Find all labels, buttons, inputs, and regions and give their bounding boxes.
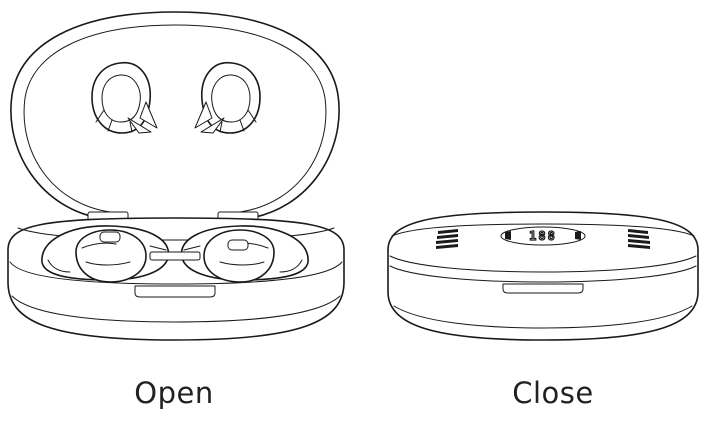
earbud-left — [41, 225, 170, 283]
open-label: Open — [134, 376, 214, 410]
closed-case-led-display: 188 — [500, 226, 586, 246]
close-label: Close — [512, 376, 594, 410]
closed-case-indicator-left — [436, 229, 458, 249]
closed-case-indicator-right — [628, 229, 650, 249]
open-case-lid-rim — [23, 24, 327, 213]
open-case-center-bridge — [149, 251, 201, 261]
open-case-lid — [10, 11, 340, 220]
earbud-right — [180, 225, 309, 283]
lid-eartip-right — [194, 62, 261, 134]
closed-case-body — [387, 211, 699, 341]
closed-case: 188 — [387, 211, 699, 341]
open-case — [7, 11, 345, 341]
closed-case-notch — [502, 283, 584, 294]
open-case-notch — [134, 285, 216, 298]
led-readout: 188 — [529, 229, 557, 243]
lid-eartip-left — [91, 62, 158, 134]
